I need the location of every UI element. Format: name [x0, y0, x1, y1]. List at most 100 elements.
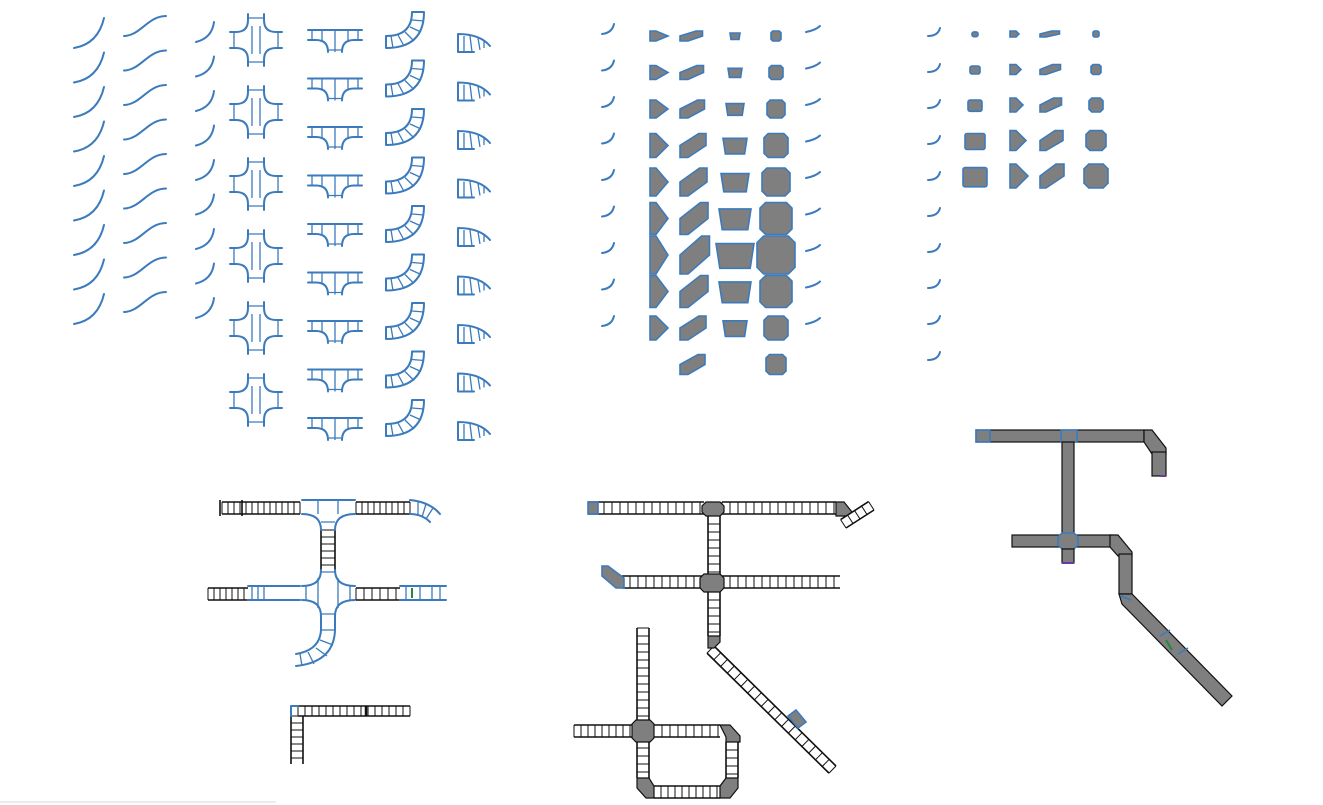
reducer [649, 274, 669, 309]
ladder-rungs [706, 645, 837, 774]
small-rungs [463, 326, 485, 344]
small-rungs [463, 84, 485, 101]
radius-rungs [390, 67, 425, 97]
duct-elbow [927, 135, 941, 145]
elbow [195, 90, 215, 112]
ladder-run [573, 724, 634, 738]
octagon-box [763, 315, 789, 341]
duct-elbow [927, 243, 941, 253]
radius-outline [385, 253, 425, 292]
taper-column [679, 30, 711, 376]
tee-rungs [311, 272, 359, 295]
reducer [649, 99, 670, 119]
small-rungs [463, 132, 485, 150]
tee-rungs [311, 224, 359, 246]
s-bend [123, 153, 167, 175]
tee-rungs [311, 321, 359, 343]
cross-outline [229, 13, 283, 67]
small-elbow [457, 372, 491, 393]
duct-elbow [805, 171, 821, 179]
duct-elbow [601, 96, 615, 108]
duct-elbow [927, 207, 941, 217]
bend-fitting [409, 499, 441, 523]
taper [679, 235, 711, 275]
legend-group [73, 11, 491, 441]
tee-fitting [307, 174, 363, 199]
small-outline [457, 130, 491, 150]
duct-box [964, 132, 986, 151]
cross-fitting [229, 301, 283, 355]
radius-elbow [385, 253, 425, 292]
s-bend [73, 120, 105, 153]
small-rungs [463, 229, 485, 247]
ladder-rails [722, 575, 840, 589]
ladder-rails [722, 501, 836, 515]
duct-drop [1151, 451, 1167, 477]
cross-outline [229, 229, 283, 283]
cross-outline [229, 157, 283, 211]
duct-segment [1118, 553, 1133, 595]
duct-stub [1061, 548, 1075, 564]
taper [679, 274, 709, 309]
square-box [725, 102, 745, 117]
cross-fitting [229, 13, 283, 67]
duct-box [967, 99, 983, 113]
cross-fitting [229, 373, 283, 427]
octagon-box [766, 99, 786, 119]
taper [679, 353, 706, 376]
tee-rungs [311, 78, 359, 101]
cross-outline [229, 373, 283, 427]
elbow [195, 55, 215, 78]
ladder-run [207, 587, 248, 601]
octagon-box-column [756, 30, 796, 376]
duct-elbow [601, 23, 615, 35]
taper [679, 99, 706, 119]
duct-octagon [1090, 63, 1102, 76]
duct-elbow [805, 317, 821, 325]
tee-fitting [307, 223, 363, 247]
cross-outline [229, 301, 283, 355]
duct-elbow [601, 169, 615, 181]
ladder-rungs [708, 515, 720, 573]
radius-elbow [385, 156, 425, 195]
duct-elbow [601, 59, 615, 72]
duct-elbow [1109, 534, 1133, 557]
octagon-box [759, 201, 793, 236]
s-bend [123, 256, 167, 279]
duct-elbow [805, 61, 821, 70]
radius-rungs [390, 358, 425, 388]
elbow-column [195, 21, 215, 319]
ladder-run [707, 515, 721, 574]
s-bend [123, 84, 167, 106]
ladder-run [707, 591, 721, 636]
elbow [195, 21, 215, 43]
elbow [195, 297, 215, 319]
ladder-rungs [573, 725, 631, 737]
cross-fitting [229, 229, 283, 283]
s-bend [73, 51, 105, 84]
square-box [722, 319, 748, 338]
cross-rungs [233, 377, 279, 423]
ladder-rungs [587, 502, 701, 514]
octagon-junction [699, 573, 725, 593]
radius-rungs [390, 213, 425, 243]
cross-fitting [301, 569, 356, 617]
cross-rungs [233, 89, 279, 135]
radius-elbow [385, 399, 425, 437]
ladder-rails [622, 575, 704, 589]
ladder-rails [707, 592, 721, 636]
cross-rungs [233, 161, 279, 207]
square-box [722, 137, 748, 155]
radius-outline [385, 11, 425, 49]
octagon-box [761, 167, 791, 197]
small-elbow [457, 130, 491, 150]
ladder-rungs [637, 739, 649, 773]
duct-fitting-grid [962, 30, 1109, 189]
radius-elbow [295, 615, 336, 667]
radius-elbow [385, 11, 425, 49]
tee-fitting [307, 417, 363, 441]
tee-fitting [307, 320, 363, 344]
duct-reducer [1009, 30, 1021, 38]
small-elbow [457, 178, 491, 199]
